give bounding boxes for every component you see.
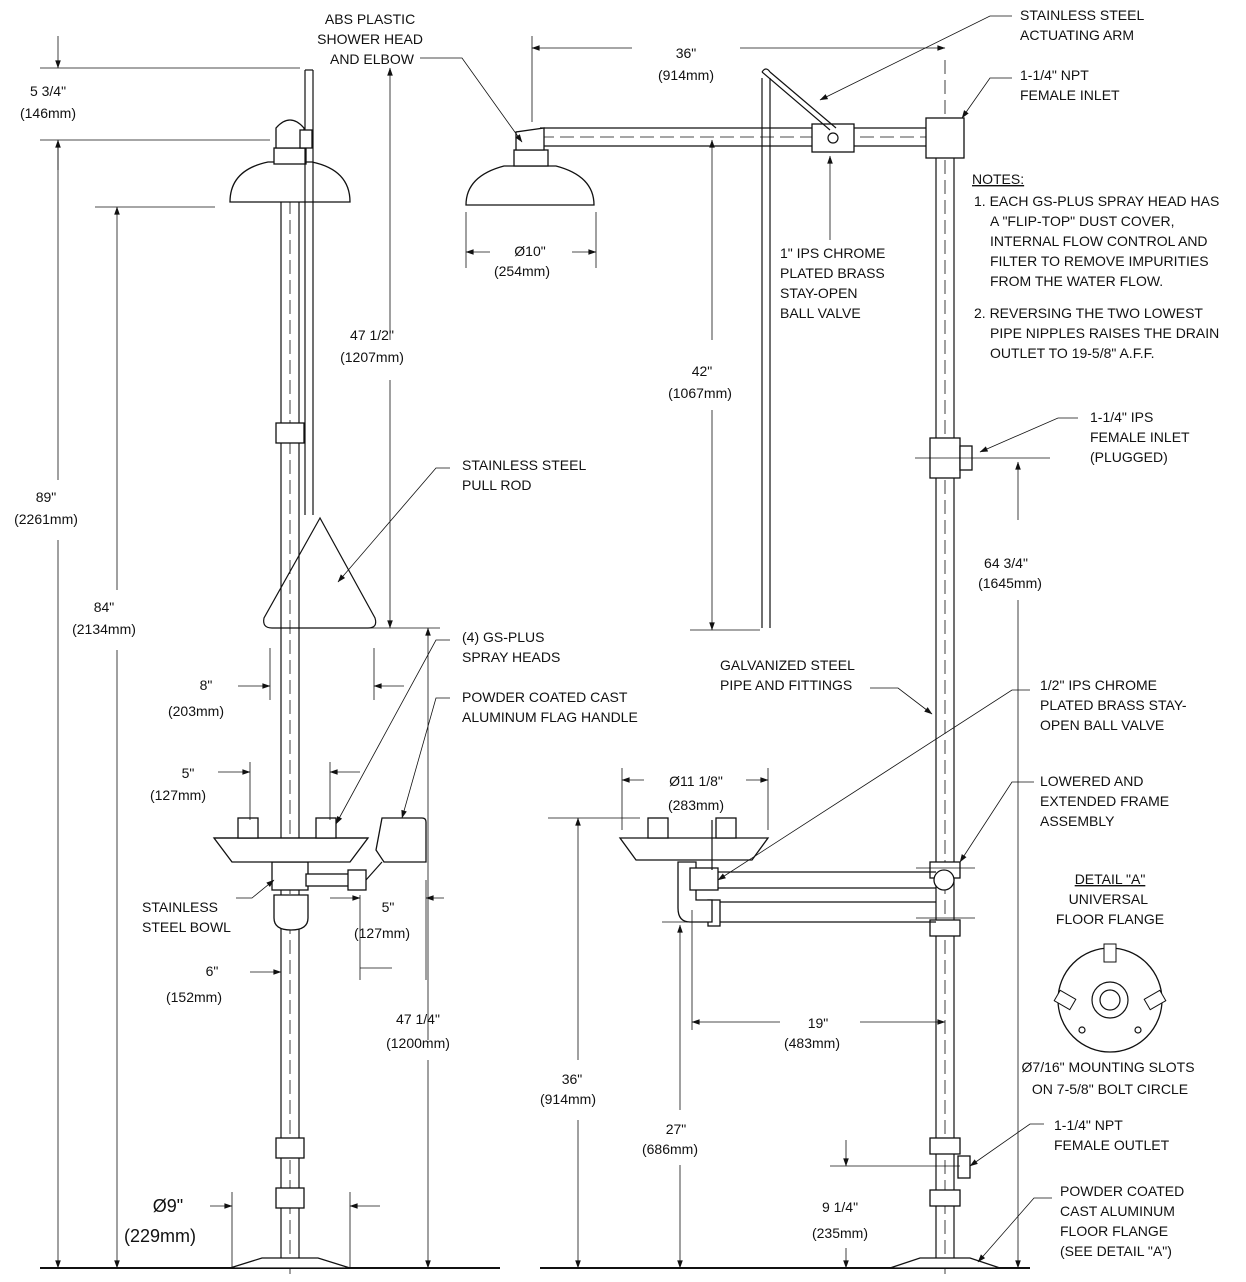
dim-64-3-4: 64 3/4"(1645mm) xyxy=(978,555,1042,591)
shower-head-side xyxy=(465,165,595,206)
dim-89: 89"(2261mm) xyxy=(14,489,78,527)
dim-10-dia: Ø10"(254mm) xyxy=(494,243,550,279)
flag-handle-label: POWDER COATED CAST ALUMINUM FLAG HANDLE xyxy=(462,689,638,725)
half-inch-ball-valve xyxy=(347,869,367,891)
spray-heads-label: (4) GS-PLUS SPRAY HEADS xyxy=(462,629,560,665)
dim-6: 6"(152mm) xyxy=(166,963,222,1005)
callout-labels: ABS PLASTIC SHOWER HEAD AND ELBOW STAINL… xyxy=(142,7,1193,1259)
dimension-labels: 5 3/4"(146mm) 89"(2261mm) 84"(2134mm) 47… xyxy=(14,45,1042,1246)
actuating-arm xyxy=(761,71,831,131)
dim-9-dia: Ø9"(229mm) xyxy=(124,1196,196,1246)
detail-a-title: DETAIL "A" xyxy=(1075,871,1146,887)
actuating-arm-label: STAINLESS STEEL ACTUATING ARM xyxy=(1020,7,1148,43)
notes-body: 1. EACH GS-PLUS SPRAY HEAD HAS A "FLIP-T… xyxy=(974,193,1223,361)
dim-36-top: 36"(914mm) xyxy=(658,45,714,83)
dim-5-upper: 5"(127mm) xyxy=(150,765,206,803)
detail-a-subtitle: UNIVERSAL FLOOR FLANGE xyxy=(1056,891,1164,927)
pipe-coupling xyxy=(275,422,305,444)
detail-a-flange xyxy=(1053,943,1167,1053)
eyewash-bowl-side xyxy=(618,837,770,861)
notes-title: NOTES: xyxy=(972,171,1024,187)
dimension-lines xyxy=(40,36,1050,1269)
dim-11-1-8-dia: Ø11 1/8"(283mm) xyxy=(668,773,724,813)
dim-47-1-2: 47 1/2"(1207mm) xyxy=(340,327,404,365)
ips-inlet-label: 1-1/4" IPS FEMALE INLET (PLUGGED) xyxy=(1090,409,1193,465)
floor-flange-side xyxy=(889,1257,1001,1269)
dim-9-1-4: 9 1/4"(235mm) xyxy=(812,1199,868,1241)
npt-outlet-fitting xyxy=(957,1155,971,1179)
pull-handle xyxy=(263,516,377,629)
half-inch-ball-valve-side xyxy=(689,867,719,891)
floor-flange-label: POWDER COATED CAST ALUMINUM FLOOR FLANGE… xyxy=(1060,1183,1188,1259)
galvanized-label: GALVANIZED STEEL PIPE AND FITTINGS xyxy=(720,657,858,693)
floor-flange-front xyxy=(229,1257,351,1269)
eyewash-bowl-front xyxy=(212,837,370,863)
flag-handle xyxy=(375,817,427,863)
dim-42: 42"(1067mm) xyxy=(668,363,732,401)
dim-19: 19"(483mm) xyxy=(784,1015,840,1051)
pull-rod-label: STAINLESS STEEL PULL ROD xyxy=(462,457,590,493)
shower-head-front xyxy=(229,161,351,203)
notes: NOTES: 1. EACH GS-PLUS SPRAY HEAD HAS A … xyxy=(972,171,1223,361)
drain-elbow xyxy=(677,861,713,923)
npt-outlet-label: 1-1/4" NPT FEMALE OUTLET xyxy=(1054,1117,1170,1153)
dim-8: 8"(203mm) xyxy=(168,677,224,719)
half-inch-valve-label: 1/2" IPS CHROME PLATED BRASS STAY- OPEN … xyxy=(1040,677,1190,733)
one-inch-valve-label: 1" IPS CHROME PLATED BRASS STAY-OPEN BAL… xyxy=(780,245,889,321)
top-tee xyxy=(925,117,965,159)
detail-a-caption: Ø7/16" MOUNTING SLOTS ON 7-5/8" BOLT CIR… xyxy=(1022,1059,1199,1097)
detail-a-text: DETAIL "A" UNIVERSAL FLOOR FLANGE Ø7/16"… xyxy=(1022,871,1199,1097)
dim-5-lower: 5"(127mm) xyxy=(354,899,410,941)
pipe-coupling xyxy=(275,1187,305,1209)
shower-head-label: ABS PLASTIC SHOWER HEAD AND ELBOW xyxy=(317,11,427,67)
spray-head xyxy=(237,817,259,839)
dim-5-3-4: 5 3/4"(146mm) xyxy=(20,83,76,121)
bowl-label: STAINLESS STEEL BOWL xyxy=(142,899,231,935)
front-view xyxy=(40,69,500,1280)
spray-head xyxy=(647,817,669,839)
side-view xyxy=(465,60,1030,1278)
one-inch-ball-valve xyxy=(811,123,855,153)
drain-trap xyxy=(273,894,309,931)
pipe-tee xyxy=(271,861,309,891)
dim-36-bowl: 36"(914mm) xyxy=(540,1071,596,1107)
spray-head xyxy=(715,817,737,839)
dim-27: 27"(686mm) xyxy=(642,1121,698,1157)
dim-84: 84"(2134mm) xyxy=(72,599,136,637)
frame-assembly-label: LOWERED AND EXTENDED FRAME ASSEMBLY xyxy=(1040,773,1173,829)
pipe-coupling xyxy=(275,1137,305,1159)
spray-head xyxy=(315,817,337,839)
npt-inlet-label: 1-1/4" NPT FEMALE INLET xyxy=(1020,67,1120,103)
frame-elbow xyxy=(933,869,955,891)
leader-lines xyxy=(236,15,1078,1263)
dim-47-1-4: 47 1/4"(1200mm) xyxy=(386,1011,450,1051)
